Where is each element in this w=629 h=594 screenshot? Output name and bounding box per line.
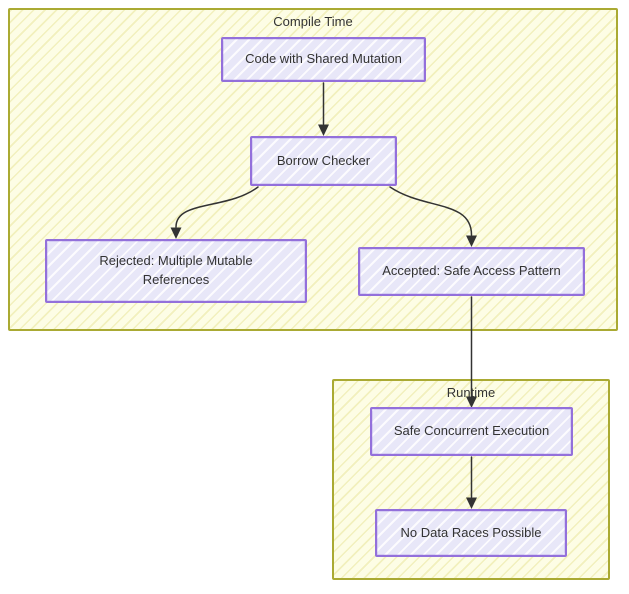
- node-label: Borrow Checker: [276, 152, 371, 168]
- node-borrow-checker: Borrow Checker: [250, 136, 397, 186]
- node-label: Accepted: Safe Access Pattern: [382, 263, 561, 279]
- node-accepted-safe-access-pattern: Accepted: Safe Access Pattern: [358, 247, 585, 296]
- cluster-compile-time-label: Compile Time: [273, 14, 353, 29]
- node-label: No Data Races Possible: [400, 524, 542, 540]
- cluster-runtime-label: Runtime: [446, 385, 496, 400]
- node-code-with-shared-mutation: Code with Shared Mutation: [221, 37, 426, 82]
- node-label: Safe Concurrent Execution: [393, 423, 550, 439]
- node-label: Code with Shared Mutation: [245, 51, 402, 67]
- node-label: Rejected: Multiple Mutable References: [99, 253, 253, 287]
- node-safe-concurrent-execution: Safe Concurrent Execution: [370, 407, 573, 456]
- node-rejected-multiple-mutable-references: Rejected: Multiple Mutable References: [45, 239, 307, 303]
- node-no-data-races-possible: No Data Races Possible: [375, 509, 567, 557]
